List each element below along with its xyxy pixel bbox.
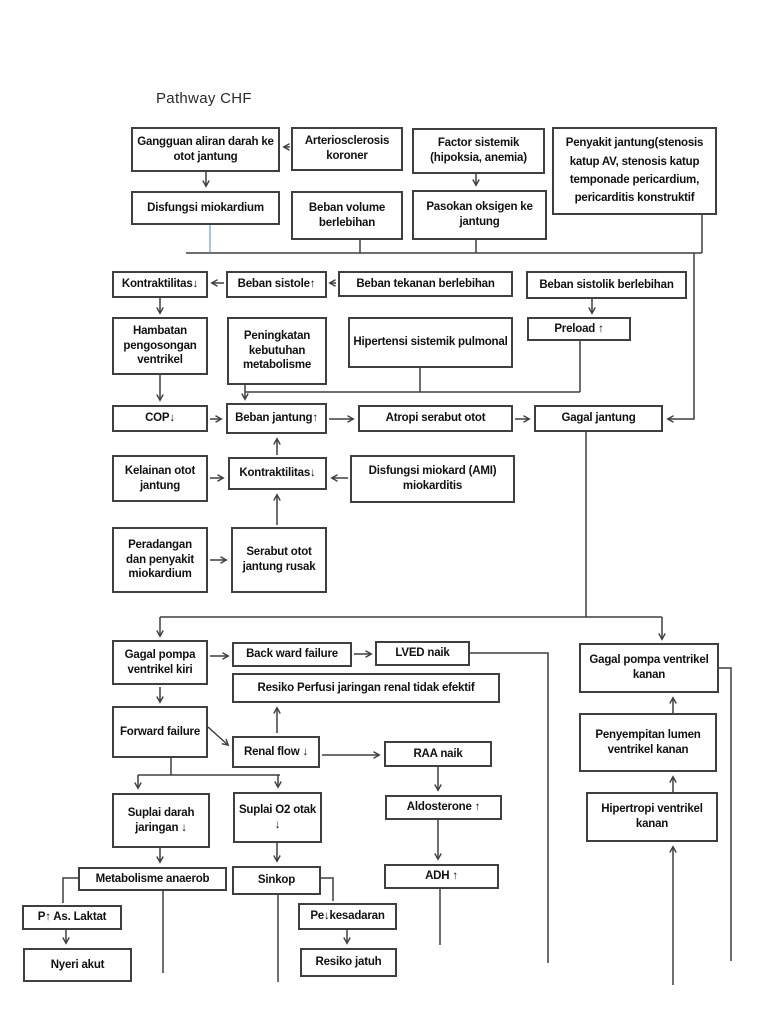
node-sinkop: Sinkop <box>232 866 321 895</box>
node-as-laktat: P↑ As. Laktat <box>22 905 122 930</box>
page-title: Pathway CHF <box>156 90 252 107</box>
node-arteriosclerosis-koroner: Arteriosclerosis koroner <box>291 127 403 171</box>
node-gagal-jantung: Gagal jantung <box>534 405 663 432</box>
node-preload: Preload ↑ <box>527 317 631 341</box>
node-pasokan-oksigen: Pasokan oksigen ke jantung <box>412 190 547 240</box>
node-hipertensi-sistemik: Hipertensi sistemik pulmonal <box>348 317 513 368</box>
node-factor-sistemik: Factor sistemik (hipoksia, anemia) <box>412 128 545 174</box>
node-forward-failure: Forward failure <box>112 706 208 758</box>
node-lved-naik: LVED naik <box>375 641 470 666</box>
node-kelainan-otot: Kelainan otot jantung <box>112 455 208 502</box>
node-nyeri-akut: Nyeri akut <box>23 948 132 982</box>
node-disfungsi-miokard-ami: Disfungsi miokard (AMI) miokarditis <box>350 455 515 503</box>
node-cop: COP↓ <box>112 405 208 432</box>
node-beban-tekanan: Beban tekanan berlebihan <box>338 271 513 297</box>
node-raa-naik: RAA naik <box>384 741 492 767</box>
node-beban-sistolik: Beban sistolik berlebihan <box>526 271 687 299</box>
node-resiko-jatuh: Resiko jatuh <box>300 948 397 977</box>
node-peningkatan-metabolisme: Peningkatan kebutuhan metabolisme <box>227 317 327 385</box>
node-gagal-pompa-kiri: Gagal pompa ventrikel kiri <box>112 640 208 685</box>
node-hipertropi-ventrikel: Hipertropi ventrikel kanan <box>586 792 718 842</box>
node-aldosterone: Aldosterone ↑ <box>385 795 502 820</box>
node-metabolisme-anaerob: Metabolisme anaerob <box>78 867 227 891</box>
node-gagal-pompa-kanan: Gagal pompa ventrikel kanan <box>579 643 719 693</box>
node-atropi-serabut: Atropi serabut otot <box>358 405 513 432</box>
node-adh: ADH ↑ <box>384 864 499 889</box>
node-kontraktilitas-turun-1: Kontraktilitas↓ <box>112 271 208 298</box>
flow-arrows <box>62 143 732 985</box>
node-disfungsi-miokardium: Disfungsi miokardium <box>131 191 280 225</box>
node-renal-flow: Renal flow ↓ <box>232 736 320 768</box>
node-peradangan-miokardium: Peradangan dan penyakit miokardium <box>112 527 208 593</box>
node-penyakit-jantung: Penyakit jantung(stenosis katup AV, sten… <box>552 127 717 215</box>
node-backward-failure: Back ward failure <box>232 642 352 667</box>
node-suplai-o2-otak: Suplai O2 otak ↓ <box>233 792 322 843</box>
node-penyempitan-lumen: Penyempitan lumen ventrikel kanan <box>579 713 717 772</box>
node-beban-jantung: Beban jantung↑ <box>226 403 327 434</box>
node-penurunan-kesadaran: Pe↓kesadaran <box>298 903 397 930</box>
node-kontraktilitas-turun-2: Kontraktilitas↓ <box>228 457 327 490</box>
node-beban-sistole: Beban sistole↑ <box>226 271 327 298</box>
node-beban-volume: Beban volume berlebihan <box>291 191 403 240</box>
node-suplai-darah-jaringan: Suplai darah jaringan ↓ <box>112 793 210 848</box>
node-resiko-perfusi-renal: Resiko Perfusi jaringan renal tidak efek… <box>232 673 500 703</box>
node-gangguan-aliran-darah: Gangguan aliran darah ke otot jantung <box>131 127 280 172</box>
node-hambatan-pengosongan: Hambatan pengosongan ventrikel <box>112 317 208 375</box>
node-serabut-otot-rusak: Serabut otot jantung rusak <box>231 527 327 593</box>
